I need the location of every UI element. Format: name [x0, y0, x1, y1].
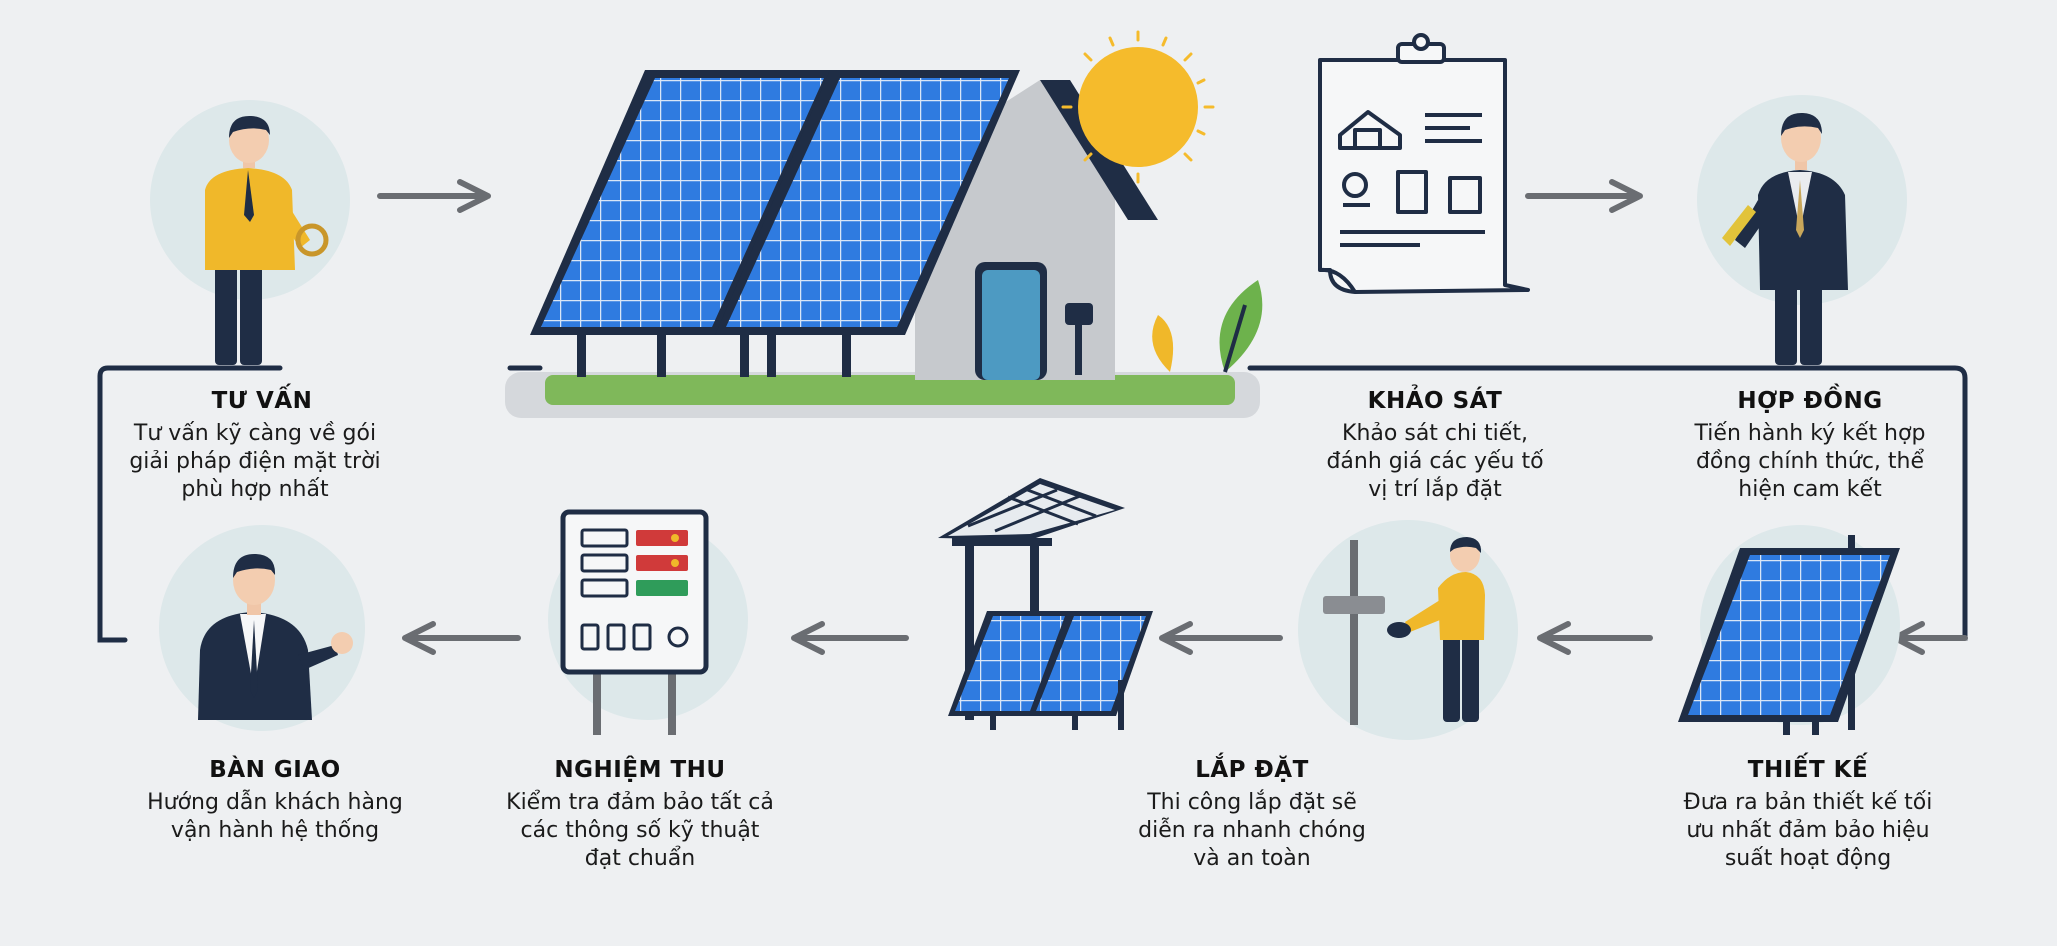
step-title-tu-van: TƯ VẤN [211, 388, 313, 414]
desc-line: giải pháp điện mặt trời [129, 449, 381, 474]
step-desc-lap-dat: Thi công lắp đặt sẽ diễn ra nhanh chóng … [1102, 789, 1402, 873]
step-title-thiet-ke: THIẾT KẾ [1747, 757, 1869, 783]
arrow-icon [402, 621, 521, 655]
desc-line: Hướng dẫn khách hàng [147, 790, 403, 815]
sun-icon [1061, 30, 1215, 184]
step-title-lap-dat: LẮP ĐẶT [1195, 757, 1309, 783]
technician-icon [1298, 520, 1518, 740]
solar-panel-stand-icon [1678, 525, 1900, 735]
desc-line: Tiến hành ký kết hợp [1694, 421, 1926, 446]
arrow-icon [1892, 621, 1968, 655]
desc-line: phù hợp nhất [181, 477, 329, 502]
desc-line: Kiểm tra đảm bảo tất cả [506, 790, 774, 815]
step-title-ban-giao: BÀN GIAO [209, 757, 341, 783]
step-desc-nghiem-thu: Kiểm tra đảm bảo tất cả các thông số kỹ … [490, 789, 790, 873]
desc-line: và an toàn [1193, 846, 1311, 871]
desc-line: đồng chính thức, thể [1695, 449, 1925, 474]
desc-line: Khảo sát chi tiết, [1342, 421, 1528, 446]
arrow-icon [1159, 621, 1283, 655]
step-desc-hop-dong: Tiến hành ký kết hợp đồng chính thức, th… [1660, 420, 1960, 504]
desc-line: Đưa ra bản thiết kế tối [1683, 790, 1933, 815]
arrow-icon [377, 179, 491, 213]
step-desc-thiet-ke: Đưa ra bản thiết kế tối ưu nhất đảm bảo … [1658, 789, 1958, 873]
step-desc-ban-giao: Hướng dẫn khách hàng vận hành hệ thống [125, 789, 425, 845]
desc-line: vận hành hệ thống [170, 818, 380, 843]
desc-line: Thi công lắp đặt sẽ [1147, 790, 1357, 815]
solar-house-icon [505, 70, 1263, 418]
flow-connector-lines [97, 365, 1968, 643]
desc-line: đạt chuẩn [584, 846, 696, 871]
step-title-hop-dong: HỢP ĐỒNG [1737, 388, 1883, 414]
arrow-icon [791, 621, 909, 655]
step-title-nghiem-thu: NGHIỆM THU [554, 757, 726, 783]
step-desc-khao-sat: Khảo sát chi tiết, đánh giá các yếu tố v… [1285, 420, 1585, 504]
step-desc-tu-van: Tư vấn kỹ càng về gói giải pháp điện mặt… [105, 420, 405, 504]
blueprint-icon [1318, 33, 1530, 294]
solar-carport-icon [938, 478, 1153, 730]
desc-line: đánh giá các yếu tố [1326, 449, 1544, 474]
handover-person-icon [159, 525, 365, 731]
contract-person-icon [1697, 95, 1907, 365]
step-title-khao-sat: KHẢO SÁT [1367, 388, 1503, 414]
desc-line: diễn ra nhanh chóng [1138, 818, 1366, 843]
inverter-cabinet-icon [548, 509, 748, 735]
consultant-person-icon [150, 100, 350, 365]
desc-line: suất hoạt động [1724, 846, 1892, 871]
desc-line: Tư vấn kỹ càng về gói [133, 421, 377, 446]
desc-line: ưu nhất đảm bảo hiệu [1686, 818, 1930, 843]
arrow-icon [1525, 179, 1643, 213]
desc-line: các thông số kỹ thuật [520, 818, 760, 843]
desc-line: hiện cam kết [1738, 477, 1882, 502]
desc-line: vị trí lắp đặt [1368, 477, 1502, 502]
arrow-icon [1537, 621, 1653, 655]
